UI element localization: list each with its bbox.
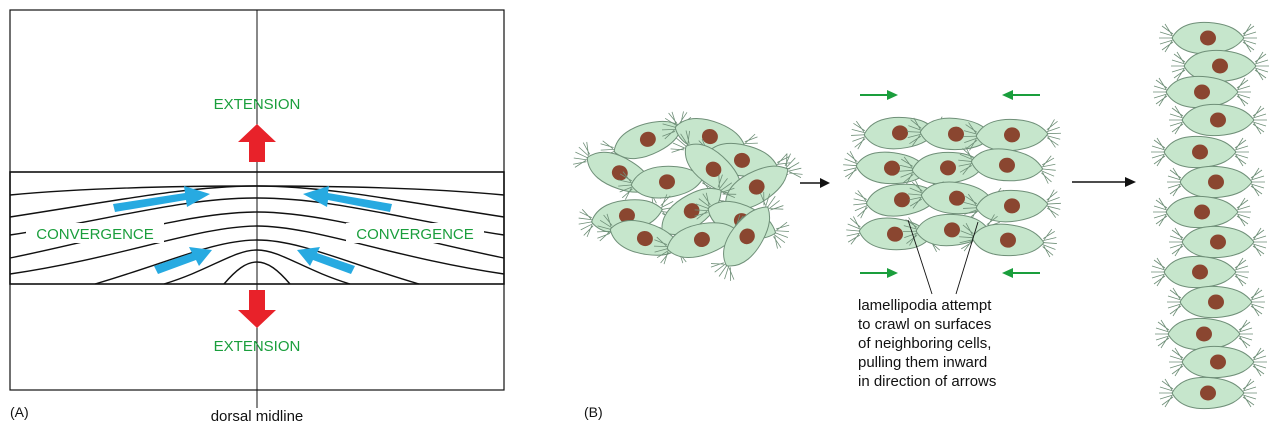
inward-arrow-top-right — [1002, 90, 1040, 100]
caption-line: in direction of arrows — [858, 373, 996, 390]
convergence-arrow-lower-right — [297, 247, 355, 274]
cell — [1168, 103, 1268, 137]
cell — [1166, 285, 1266, 319]
convergence-left-label: CONVERGENCE — [36, 226, 154, 243]
cell — [1152, 75, 1252, 109]
cell — [1154, 317, 1254, 351]
panel-b-label: (B) — [584, 404, 603, 420]
cell — [1152, 195, 1252, 229]
lamellipodia-caption: lamellipodia attempt to crawl on surface… — [858, 297, 996, 390]
extension-arrow-down — [238, 290, 276, 328]
cell — [1166, 165, 1266, 199]
extension-bottom-label: EXTENSION — [214, 338, 301, 355]
cell-cluster-aligning — [841, 114, 1063, 260]
cell — [1150, 135, 1250, 169]
cell — [1168, 225, 1268, 259]
extension-top-label: EXTENSION — [214, 96, 301, 113]
panel-b: (B) — [568, 21, 1270, 420]
cell — [1168, 345, 1268, 379]
caption-line: to crawl on surfaces — [858, 316, 991, 333]
cell — [1158, 21, 1258, 55]
caption-line: pulling them inward — [858, 354, 987, 371]
cell — [1158, 376, 1258, 410]
caption-line: of neighboring cells, — [858, 335, 991, 352]
panel-a: EXTENSION EXTENSION CONVERGENCE CONVERGE… — [9, 9, 505, 425]
caption-leader-lines — [907, 219, 979, 295]
tissue-band-frame — [9, 171, 505, 285]
convergence-arrow-upper-right — [303, 186, 392, 212]
cell-column-extended — [1150, 21, 1270, 410]
inward-arrow-bottom-left — [860, 268, 898, 278]
convergence-right-label: CONVERGENCE — [356, 226, 474, 243]
transition-arrow-1 — [800, 178, 830, 188]
caption-line: lamellipodia attempt — [858, 297, 992, 314]
cell — [1170, 49, 1270, 83]
cell — [961, 117, 1063, 153]
inward-arrow-top-left — [860, 90, 898, 100]
dorsal-midline-label: dorsal midline — [211, 408, 304, 425]
convergence-arrow-upper-left — [113, 186, 210, 212]
panel-a-label: (A) — [10, 404, 29, 420]
cell-cluster-disordered — [568, 107, 808, 286]
cell — [1150, 255, 1250, 289]
extension-arrow-up — [238, 124, 276, 162]
convergence-arrow-lower-left — [154, 247, 212, 274]
transition-arrow-2 — [1072, 177, 1136, 187]
inward-arrow-bottom-right — [1002, 268, 1040, 278]
